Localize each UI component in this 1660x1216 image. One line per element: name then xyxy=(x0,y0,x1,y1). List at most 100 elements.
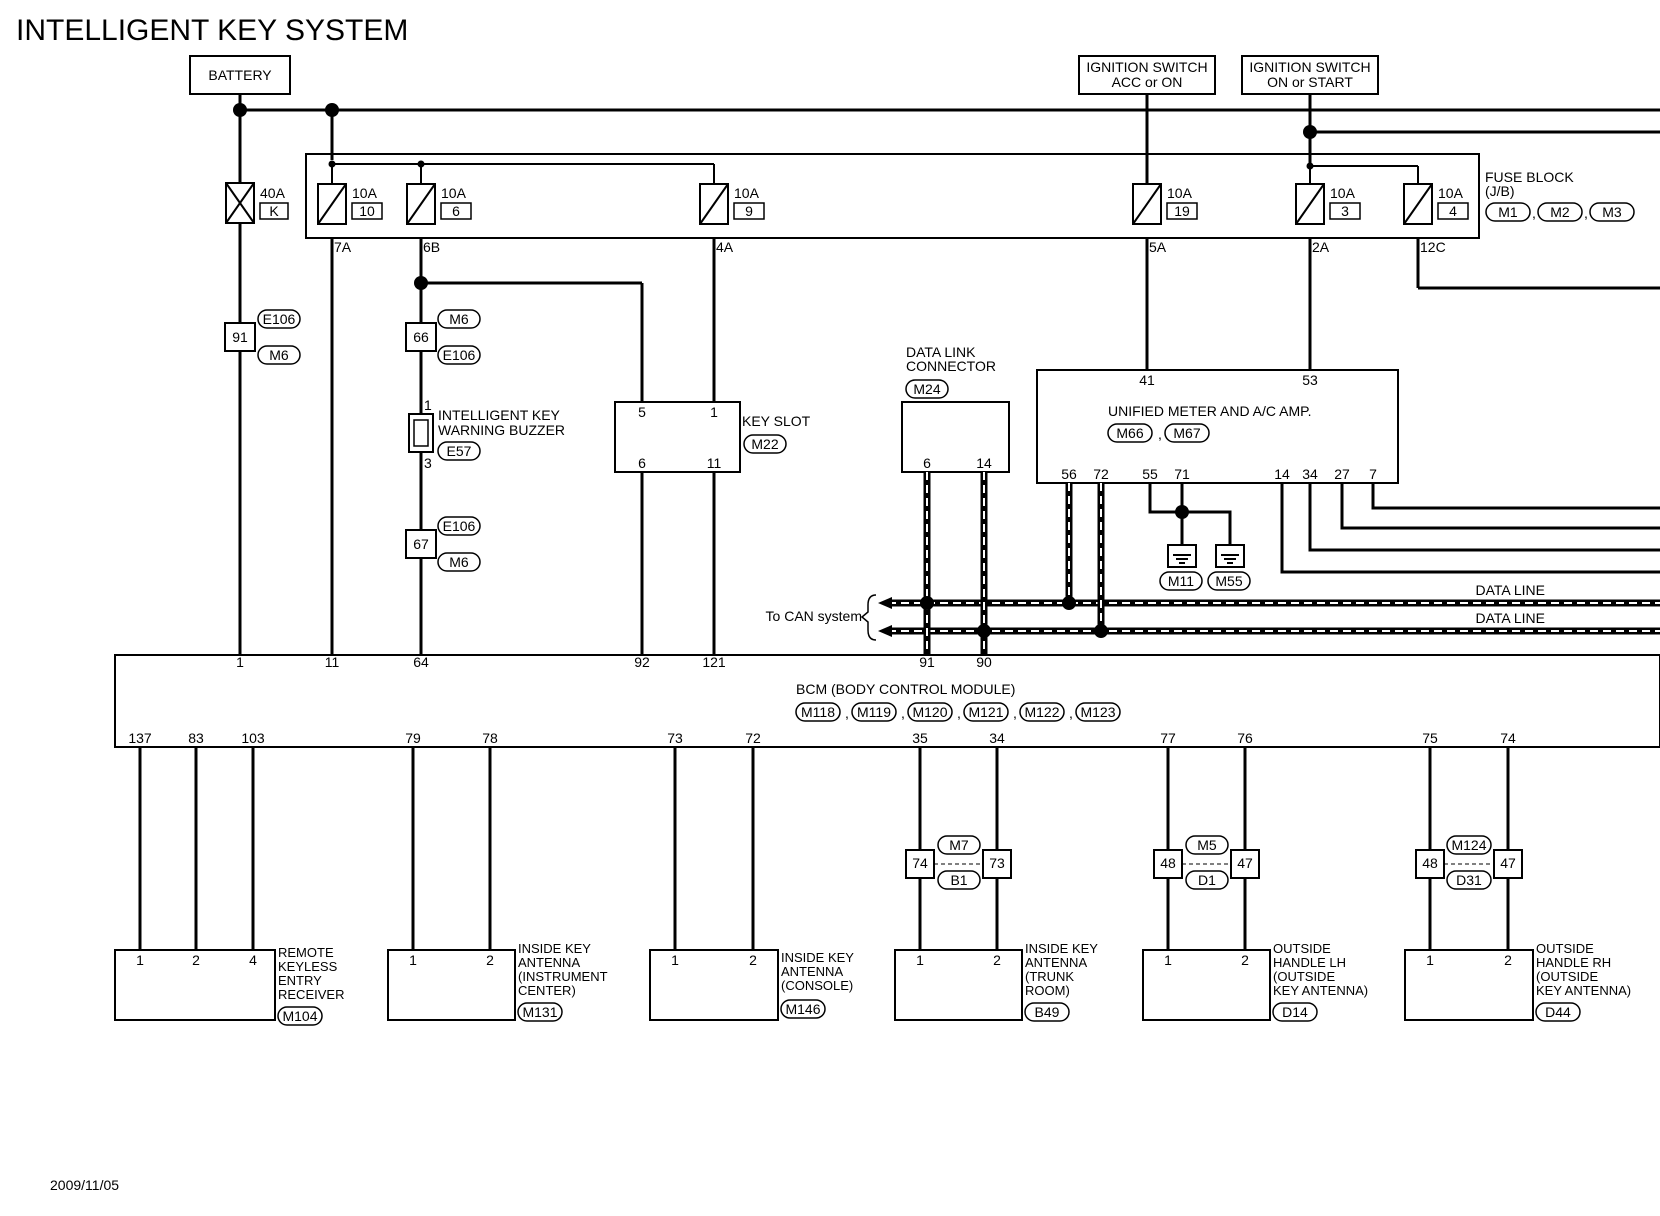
meter-pin: 56 xyxy=(1061,466,1077,482)
connector-id: M6 xyxy=(449,554,469,570)
ground-icon xyxy=(1215,544,1245,568)
component-name: OUTSIDE xyxy=(1273,941,1331,956)
bcm-connector: M118 xyxy=(801,704,835,720)
fuse-10: 10A 10 7A xyxy=(317,183,383,255)
inline-connector-rh: 48 47 M124 D31 xyxy=(1415,835,1523,890)
inline-conn-id: M7 xyxy=(949,837,969,853)
fuse-output: 5A xyxy=(1149,239,1167,255)
key-slot-pin: 6 xyxy=(638,455,646,471)
bcm-output-wires xyxy=(138,747,1510,950)
connector-pin: 66 xyxy=(413,329,429,345)
component-pin: 2 xyxy=(192,952,200,968)
power-rails xyxy=(233,94,1660,139)
svg-text:,: , xyxy=(901,705,905,721)
buzzer-name-line1: INTELLIGENT KEY xyxy=(438,407,561,423)
fuse-block-sub: (J/B) xyxy=(1485,183,1515,199)
inside-key-antenna-trunk: 1 2 INSIDE KEY ANTENNA (TRUNK ROOM) B49 xyxy=(894,941,1098,1022)
connector-id: E106 xyxy=(443,518,476,534)
component-connector: B49 xyxy=(1035,1004,1060,1020)
buzzer-pin: 3 xyxy=(424,455,432,471)
battery-source: BATTERY xyxy=(189,55,291,95)
component-name: ANTENNA xyxy=(781,964,843,979)
junction-dot xyxy=(1094,624,1108,638)
component-pin: 1 xyxy=(916,952,924,968)
meter-pin: 34 xyxy=(1302,466,1318,482)
fuse-number: 3 xyxy=(1341,203,1349,219)
connector-id: M6 xyxy=(269,347,289,363)
connector-id: M6 xyxy=(449,311,469,327)
component-name: INSIDE KEY xyxy=(1025,941,1098,956)
conn-m1: M1 xyxy=(1498,204,1518,220)
dlc-name-line2: CONNECTOR xyxy=(906,358,996,374)
fusible-link-40a: 40A K xyxy=(225,110,289,224)
component-name: ROOM) xyxy=(1025,983,1070,998)
ground-connector: M11 xyxy=(1168,573,1194,589)
bcm-pin: 76 xyxy=(1237,730,1253,746)
key-slot-connector: M22 xyxy=(751,436,778,452)
fuse-rating: 10A xyxy=(441,185,467,201)
fusible-link-rating: 40A xyxy=(260,185,286,201)
component-pin: 2 xyxy=(1504,952,1512,968)
bcm-pin: 78 xyxy=(482,730,498,746)
component-name: ANTENNA xyxy=(518,955,580,970)
ground-icon xyxy=(1167,544,1197,568)
buzzer-pin: 1 xyxy=(424,397,432,413)
component-name: INSIDE KEY xyxy=(518,941,591,956)
conn-m2: M2 xyxy=(1550,204,1570,220)
inline-pin: 48 xyxy=(1160,855,1176,871)
fuse-output: 12C xyxy=(1420,239,1446,255)
component-connector: D14 xyxy=(1282,1004,1308,1020)
meter-pin: 7 xyxy=(1369,466,1377,482)
junction-dot xyxy=(328,160,336,168)
junction-dot xyxy=(1306,162,1314,170)
fuse-block: FUSE BLOCK (J/B) M1 , M2 , M3 xyxy=(305,110,1635,239)
component-connector: M146 xyxy=(785,1001,820,1017)
bcm-name: BCM (BODY CONTROL MODULE) xyxy=(796,681,1015,697)
component-pin: 2 xyxy=(993,952,1001,968)
connector-67: 67 E106 M6 xyxy=(405,516,481,572)
fusible-link-id: K xyxy=(269,203,279,219)
inline-pin: 74 xyxy=(912,855,928,871)
junction-dot xyxy=(977,624,991,638)
connector-pin: 91 xyxy=(232,329,248,345)
component-name: (OUTSIDE xyxy=(1273,969,1335,984)
inline-pin: 73 xyxy=(989,855,1005,871)
inline-pin: 47 xyxy=(1237,855,1253,871)
bcm-pin: 92 xyxy=(634,654,650,670)
warning-buzzer: 1 3 INTELLIGENT KEY WARNING BUZZER E57 xyxy=(408,397,565,471)
fuse-output: 6B xyxy=(423,239,440,255)
junction-dot xyxy=(920,596,934,610)
key-slot-pin: 5 xyxy=(638,404,646,420)
fuse-number: 6 xyxy=(452,203,460,219)
key-slot-name: KEY SLOT xyxy=(742,413,811,429)
connector-pin: 67 xyxy=(413,536,429,552)
meter-pin: 72 xyxy=(1093,466,1109,482)
bcm-connector: M119 xyxy=(857,704,891,720)
bcm-connector: M120 xyxy=(912,704,947,720)
connector-id: E106 xyxy=(443,347,476,363)
fuse-number: 9 xyxy=(745,203,753,219)
component-name: CENTER) xyxy=(518,983,576,998)
ign-acc-line1: IGNITION SWITCH xyxy=(1086,59,1207,75)
buzzer-connector: E57 xyxy=(447,443,472,459)
bcm-pin: 74 xyxy=(1500,730,1516,746)
ign-acc-line2: ACC or ON xyxy=(1112,74,1183,90)
ignition-switch-acc: IGNITION SWITCH ACC or ON xyxy=(1078,55,1216,95)
outside-handle-lh: 1 2 OUTSIDE HANDLE LH (OUTSIDE KEY ANTEN… xyxy=(1142,941,1368,1022)
conn-m3: M3 xyxy=(1602,204,1622,220)
unified-meter: 41 53 UNIFIED METER AND A/C AMP. M66 , M… xyxy=(1036,369,1399,484)
inline-conn-id: B1 xyxy=(950,872,967,888)
inline-conn-id: M5 xyxy=(1197,837,1217,853)
bcm-connector: M121 xyxy=(968,704,1003,720)
component-name: OUTSIDE xyxy=(1536,941,1594,956)
component-name: KEY ANTENNA) xyxy=(1536,983,1631,998)
meter-name: UNIFIED METER AND A/C AMP. xyxy=(1108,403,1312,419)
fuse-block-connectors: M1 , M2 , M3 xyxy=(1485,202,1635,222)
fuse-rating: 10A xyxy=(734,185,760,201)
key-slot-pin: 11 xyxy=(707,455,722,471)
battery-label: BATTERY xyxy=(208,67,272,83)
bcm-module: 1 11 64 92 121 91 90 BCM (BODY CONTROL M… xyxy=(114,654,1660,748)
component-pin: 1 xyxy=(136,952,144,968)
inline-pin: 48 xyxy=(1422,855,1438,871)
